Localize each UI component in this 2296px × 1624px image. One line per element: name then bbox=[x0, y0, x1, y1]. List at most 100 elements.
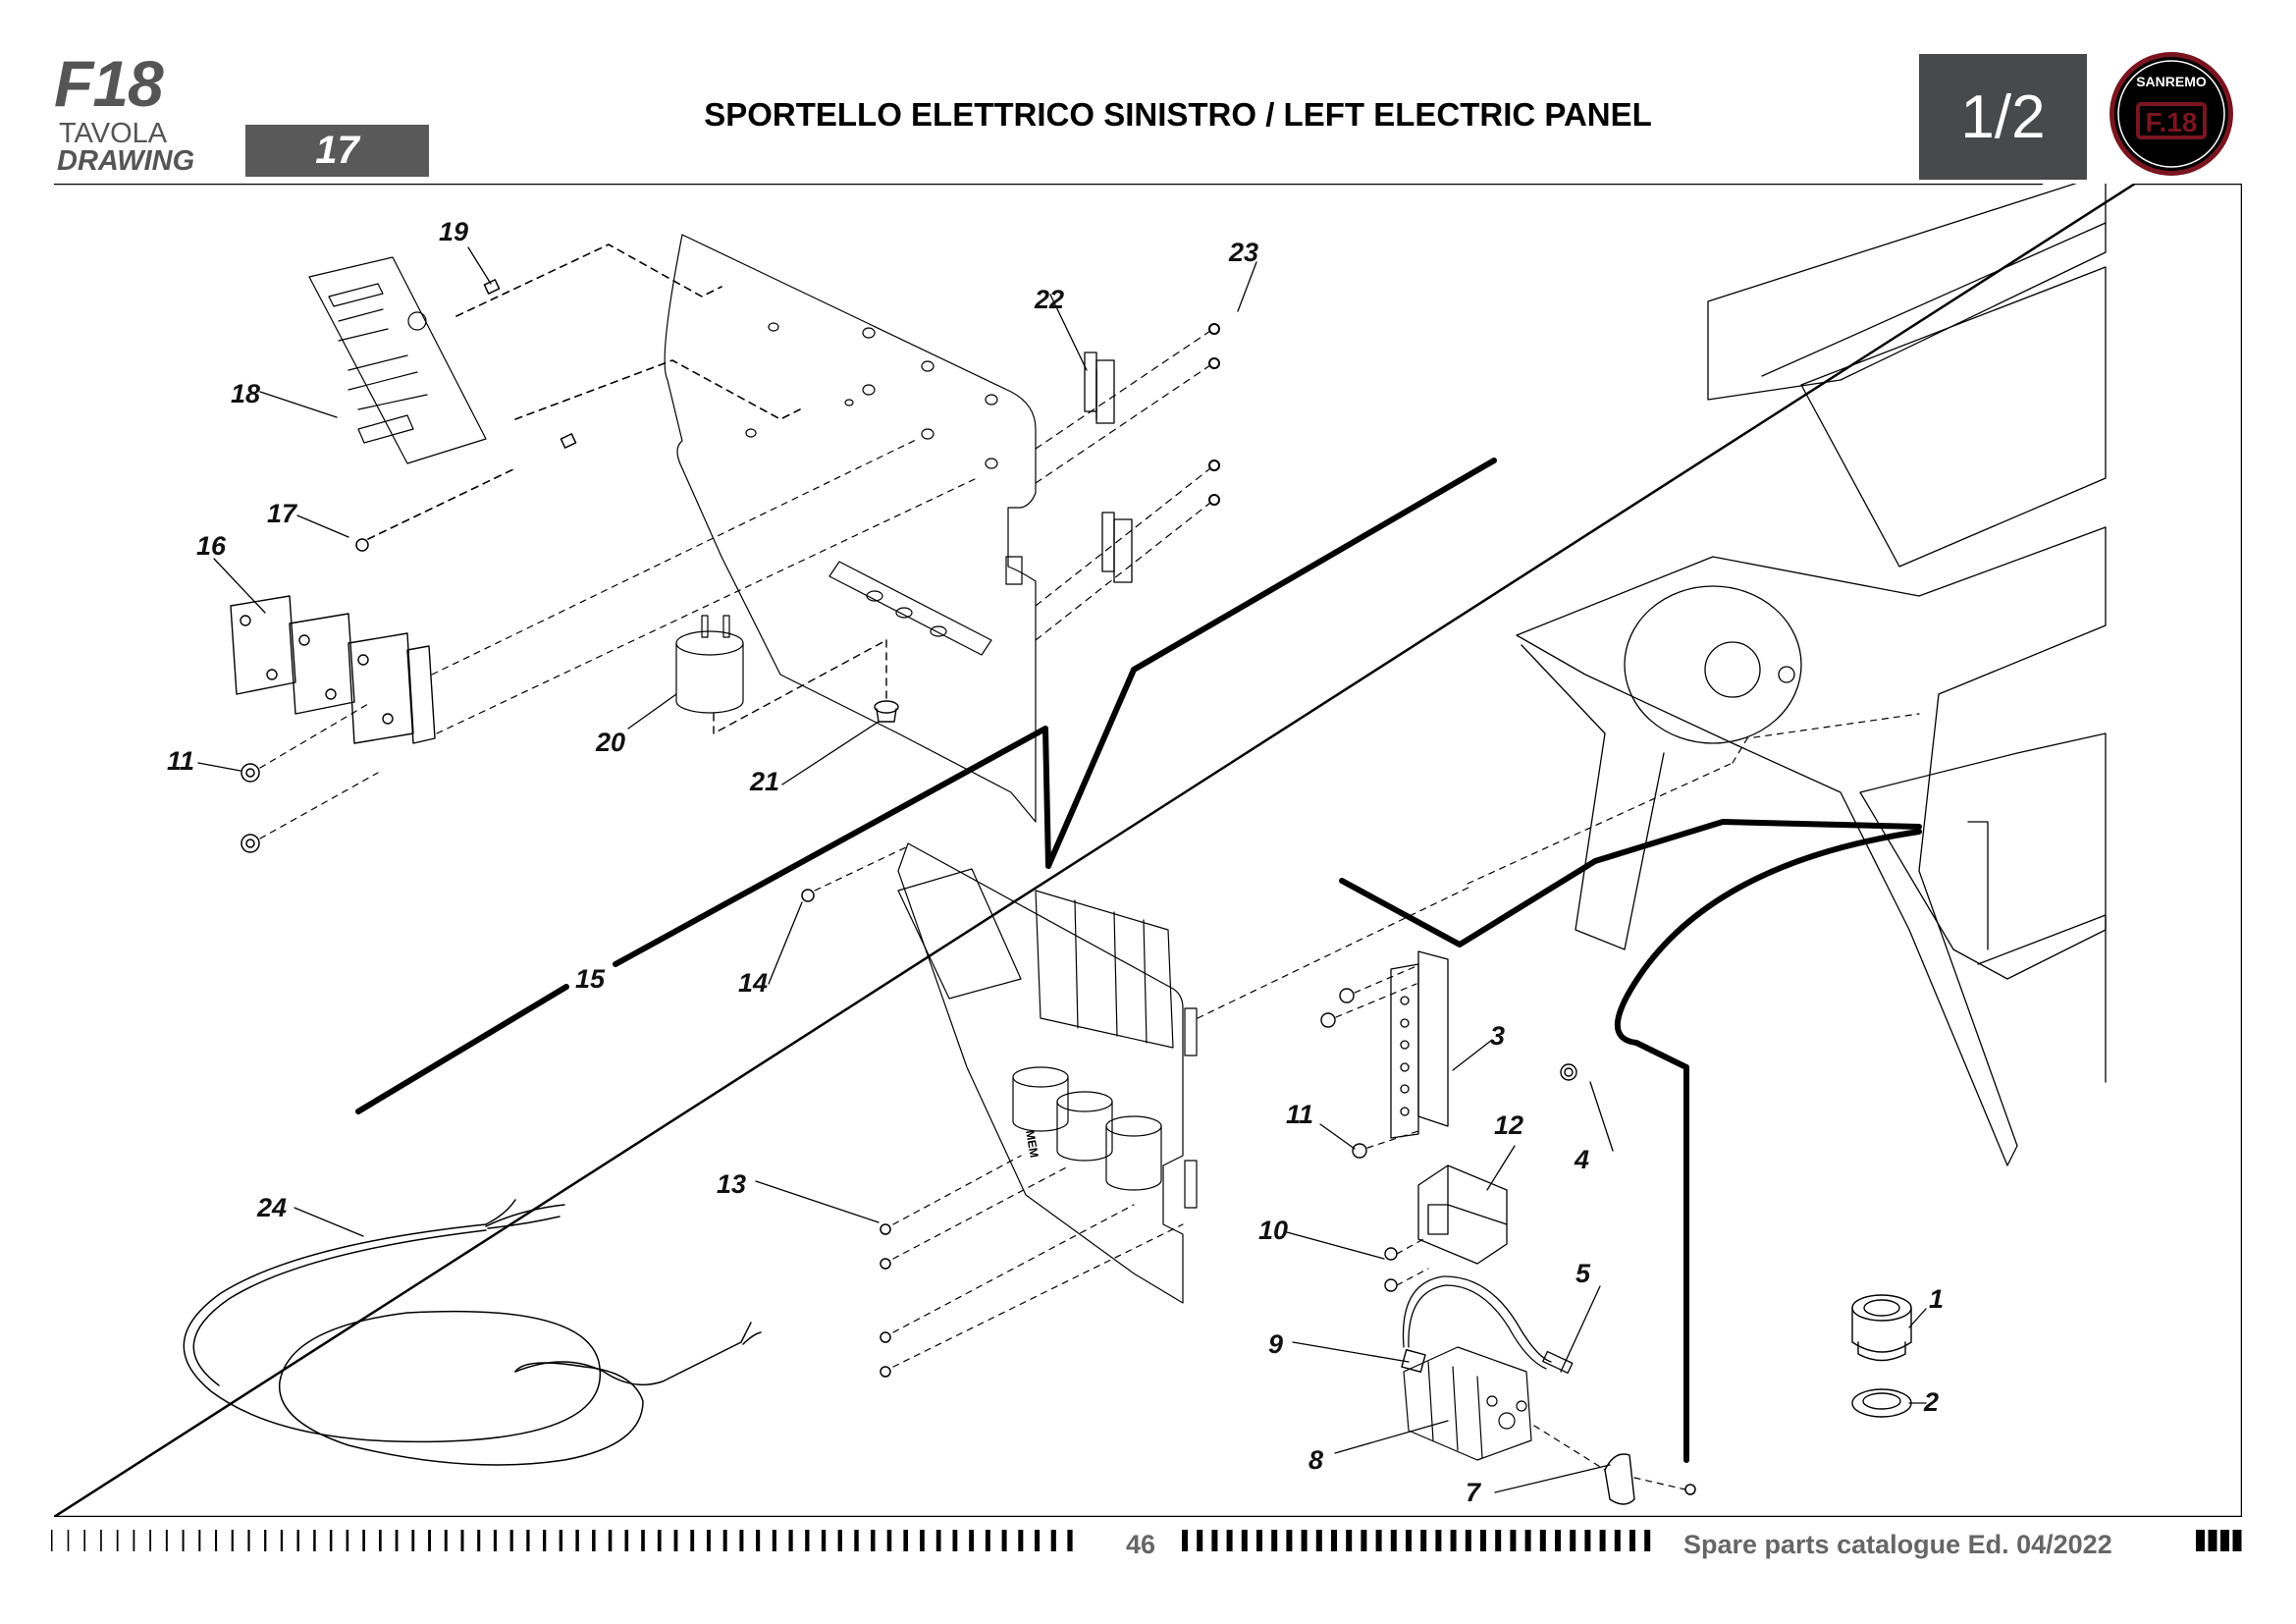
bushing bbox=[874, 700, 899, 723]
footer-bar bbox=[362, 1530, 365, 1551]
assembly-lines-relays bbox=[259, 438, 978, 839]
footer-bar bbox=[871, 1530, 876, 1551]
footer-bar bbox=[100, 1530, 102, 1551]
callout-12: 12 bbox=[1494, 1110, 1524, 1140]
footer-bar bbox=[854, 1530, 859, 1551]
footer-bar bbox=[428, 1530, 431, 1551]
footer-bar bbox=[1570, 1530, 1576, 1551]
section-break-lines bbox=[355, 458, 1922, 1463]
footer-bar bbox=[1256, 1530, 1262, 1551]
footer-bar bbox=[1241, 1530, 1248, 1551]
panel-screws bbox=[801, 889, 891, 1378]
logo-mark: F.18 bbox=[2146, 107, 2198, 137]
assembly-lines-pcb bbox=[367, 244, 801, 540]
circuit-board bbox=[308, 256, 487, 464]
sheet-indicator: 1/2 bbox=[1919, 54, 2087, 180]
callout-21: 21 bbox=[750, 767, 780, 796]
relay-nuts bbox=[240, 763, 260, 853]
footer-bar bbox=[1435, 1530, 1442, 1551]
temperature-probe bbox=[1402, 1275, 1574, 1375]
catalogue-edition: Spare parts catalogue Ed. 04/2022 bbox=[1683, 1530, 2112, 1559]
hinge-screws bbox=[1208, 323, 1220, 506]
callout-22: 22 bbox=[1035, 285, 1065, 314]
footer-bar bbox=[1390, 1530, 1397, 1551]
assembly-lines-panel bbox=[814, 845, 1473, 1368]
footer-bar bbox=[133, 1530, 135, 1551]
selector-knob bbox=[1604, 1453, 1635, 1505]
footer-bar bbox=[1614, 1530, 1621, 1551]
footer-bar bbox=[985, 1530, 990, 1551]
footer-bar bbox=[543, 1530, 547, 1551]
plate-slot bbox=[1005, 556, 1023, 585]
drawing-label-english: DRAWING bbox=[57, 145, 195, 177]
footer-bar bbox=[444, 1530, 448, 1551]
footer-bar bbox=[1182, 1530, 1188, 1551]
footer-bar bbox=[952, 1530, 958, 1551]
footer-bar bbox=[1271, 1530, 1278, 1551]
footer-bar bbox=[739, 1530, 744, 1551]
hinge-lower bbox=[1101, 512, 1133, 583]
footer-bar bbox=[1450, 1530, 1457, 1551]
footer-bar bbox=[1197, 1530, 1203, 1551]
footer-bar bbox=[215, 1530, 218, 1551]
footer-bar bbox=[149, 1530, 152, 1551]
footer-bar bbox=[509, 1530, 513, 1551]
sheet-number: 1/2 bbox=[1960, 82, 2046, 151]
footer-bar bbox=[788, 1530, 793, 1551]
footer-bar bbox=[1420, 1530, 1427, 1551]
footer-bar bbox=[772, 1530, 776, 1551]
footer-bar bbox=[657, 1530, 662, 1551]
capacitor bbox=[675, 615, 744, 714]
terminal-block bbox=[1390, 950, 1449, 1139]
footer-bar bbox=[2232, 1530, 2242, 1551]
boiler-cover bbox=[1624, 585, 1802, 744]
frame-border bbox=[54, 184, 2242, 1517]
footer-bar bbox=[2208, 1530, 2217, 1551]
logo-background bbox=[2114, 57, 2228, 171]
footer-bar bbox=[182, 1530, 185, 1551]
footer-bar bbox=[493, 1530, 498, 1551]
footer-bar bbox=[247, 1530, 250, 1551]
footer-bar bbox=[559, 1530, 563, 1551]
callout-18: 18 bbox=[231, 379, 261, 408]
assembly-lines-hinges bbox=[1035, 330, 1211, 641]
footer-bar bbox=[608, 1530, 613, 1551]
logo-inner-ring bbox=[2117, 60, 2225, 168]
footer-bar bbox=[2196, 1530, 2205, 1551]
callout-24: 24 bbox=[257, 1193, 288, 1222]
footer-bar bbox=[1361, 1530, 1367, 1551]
footer-bar bbox=[280, 1530, 284, 1551]
footer-bar bbox=[969, 1530, 975, 1551]
callout-23: 23 bbox=[1229, 238, 1259, 267]
footer-bar bbox=[1286, 1530, 1293, 1551]
callout-5: 5 bbox=[1575, 1259, 1591, 1288]
footer-bar bbox=[1480, 1530, 1486, 1551]
footer-bar bbox=[837, 1530, 842, 1551]
footer-bar bbox=[1301, 1530, 1308, 1551]
footer-bar bbox=[1584, 1530, 1591, 1551]
callout-16: 16 bbox=[196, 531, 227, 561]
knob-screw bbox=[1684, 1484, 1696, 1495]
footer-bar bbox=[1599, 1530, 1606, 1551]
callout-14: 14 bbox=[738, 968, 769, 998]
callout-1: 1 bbox=[1929, 1284, 1945, 1314]
transformer bbox=[1417, 1164, 1508, 1265]
footer-bar bbox=[641, 1530, 645, 1551]
drawing-label-italian: TAVOLA bbox=[59, 118, 168, 149]
logo-brand: SANREMO bbox=[2136, 74, 2207, 89]
pcb-spacers bbox=[355, 279, 577, 552]
callout-9: 9 bbox=[1268, 1329, 1284, 1359]
footer-bar bbox=[329, 1530, 333, 1551]
callout-3: 3 bbox=[1490, 1021, 1506, 1051]
footer-bar bbox=[83, 1530, 86, 1551]
model-name: F18 bbox=[54, 47, 164, 120]
footer-barcode bbox=[51, 1530, 2242, 1551]
footer-bar bbox=[460, 1530, 464, 1551]
footer-bar bbox=[1018, 1530, 1024, 1551]
footer-bar bbox=[1067, 1530, 1073, 1551]
drawing-number: 17 bbox=[315, 129, 359, 172]
footer-bar bbox=[1495, 1530, 1502, 1551]
drawing-number-badge: 17 bbox=[245, 125, 429, 177]
component-marking: MEM bbox=[1023, 1129, 1041, 1159]
footer-bar bbox=[1375, 1530, 1382, 1551]
